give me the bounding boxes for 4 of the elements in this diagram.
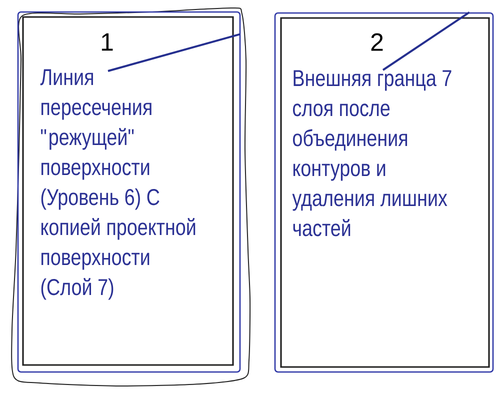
annotation-text: Линия пересечения "режущей" поверхности (Уровень 6) С копией проектной поверхности (Слой 7) bbox=[40, 69, 196, 300]
leader-line bbox=[108, 33, 240, 72]
annotation-text: Внешняя гранца 7 слоя после объединения контуров и удаления лишних частей bbox=[292, 70, 452, 236]
leader-line bbox=[382, 12, 470, 71]
